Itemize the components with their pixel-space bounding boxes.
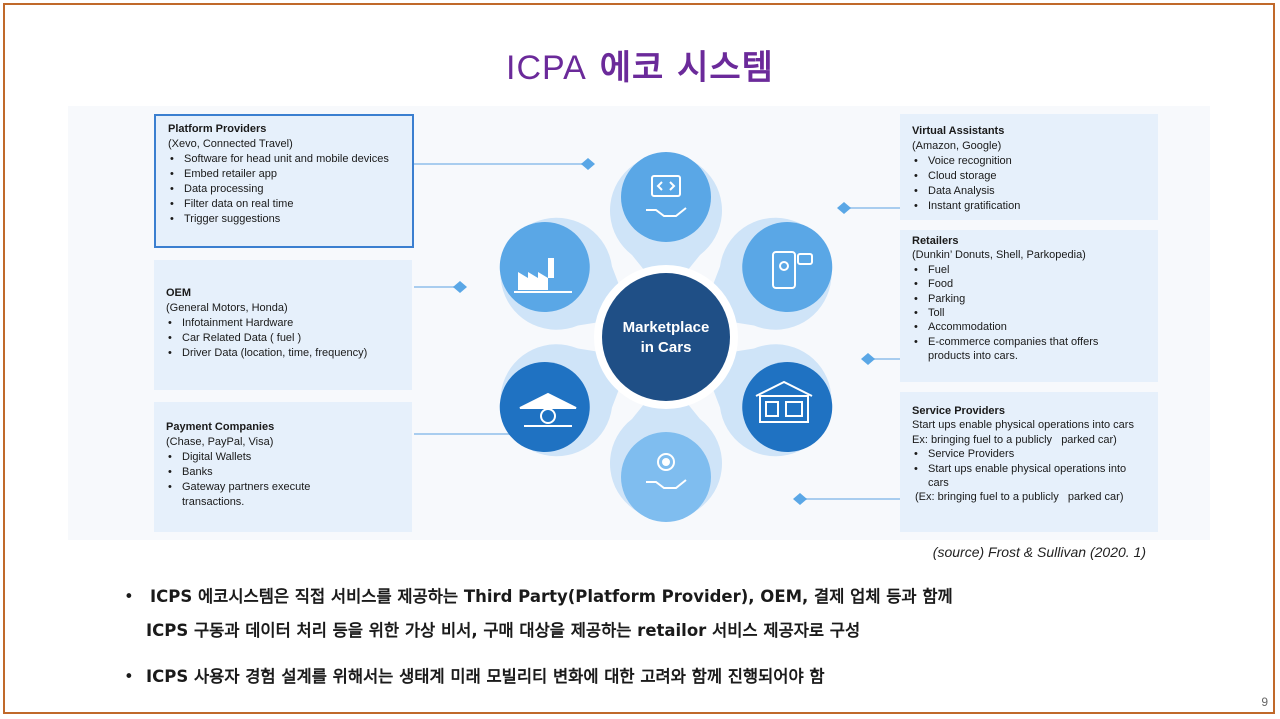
bullet-line: ICPS 구동과 데이터 처리 등을 위한 가상 비서, 구매 대상을 제공하는… (146, 621, 861, 640)
center-label-line2: in Cars (641, 339, 692, 356)
list-item: Data Analysis (914, 184, 1146, 199)
storefront-icon (755, 380, 813, 423)
source-citation: (source) Frost & Sullivan (2020. 1) (932, 544, 1146, 560)
list-item: Cloud storage (914, 169, 1146, 184)
factory-icon (514, 258, 572, 293)
list-item: Fuel (914, 263, 1146, 278)
center-circle (602, 273, 730, 401)
box-line: Start ups enable physical operations int… (912, 419, 1134, 432)
diagram-graphic: Marketplace in Cars (414, 152, 900, 522)
bullet-line: ICPS 에코시스템은 직접 서비스를 제공하는 Third Party(Pla… (150, 587, 953, 606)
virtual-assistants-box: Virtual Assistants (Amazon, Google) Voic… (900, 114, 1158, 220)
box-list: Digital Wallets Banks Gateway partners e… (166, 450, 400, 510)
box-list: Software for head unit and mobile device… (168, 152, 400, 227)
box-list: Fuel Food Parking Toll Accommodation E-c… (912, 263, 1146, 364)
bullet-dot: • (124, 587, 134, 606)
box-title: OEM (166, 287, 192, 299)
list-item: Food (914, 277, 1146, 292)
bullet-item: • ICPS 사용자 경험 설계를 위해서는 생태계 미래 모빌리티 변화에 대… (120, 660, 1220, 694)
diamond-oem (453, 281, 467, 293)
list-item: Start ups enable physical operations int… (914, 462, 1146, 491)
list-item: Voice recognition (914, 154, 1146, 169)
box-title: Service Providers (912, 405, 1005, 417)
list-item: Digital Wallets (168, 450, 400, 465)
list-item: Data processing (170, 182, 400, 197)
list-item: Service Providers (914, 447, 1146, 462)
list-item: E-commerce companies that offers product… (914, 335, 1128, 364)
petal-lower-right (700, 344, 833, 457)
list-item: Banks (168, 465, 400, 480)
service-providers-box: Service Providers Start ups enable physi… (900, 392, 1158, 532)
code-screen-hand-icon (646, 175, 687, 217)
bullet-item: • ICPS 에코시스템은 직접 서비스를 제공하는 Third Party(P… (120, 580, 1220, 648)
list-item: Filter data on real time (170, 197, 400, 212)
center-label-line1: Marketplace (623, 319, 710, 336)
petal-bottom (610, 377, 722, 522)
box-title: Virtual Assistants (912, 125, 1005, 137)
oem-box: OEM (General Motors, Honda) Infotainment… (154, 260, 412, 390)
platform-providers-box[interactable]: Platform Providers (Xevo, Connected Trav… (154, 114, 414, 248)
box-list: Infotainment Hardware Car Related Data (… (166, 316, 400, 361)
box-title: Platform Providers (168, 123, 267, 135)
list-item: Driver Data (location, time, frequency) (168, 346, 400, 361)
petal-icons (514, 175, 813, 489)
box-line: Ex: bringing fuel to a publicly parked c… (912, 433, 1117, 446)
list-item: Trigger suggestions (170, 212, 400, 227)
title-ascii: ICPA (506, 49, 587, 87)
box-subtitle: (Chase, PayPal, Visa) (166, 436, 274, 448)
box-list: Voice recognition Cloud storage Data Ana… (912, 154, 1146, 214)
list-item: Accommodation (914, 320, 1146, 335)
petals (499, 152, 833, 522)
list-item: Instant gratification (914, 199, 1146, 214)
bullet-dot: • (124, 667, 134, 686)
box-list: Service Providers Start ups enable physi… (912, 447, 1146, 490)
phone-chat-icon (772, 251, 813, 289)
box-title: Payment Companies (166, 421, 275, 433)
bullet-line: ICPS 사용자 경험 설계를 위해서는 생태계 미래 모빌리티 변화에 대한 … (146, 667, 825, 686)
petal-top (610, 152, 722, 297)
money-bank-icon (519, 392, 577, 427)
list-item: Parking (914, 292, 1146, 307)
box-subtitle: (Dunkin’ Donuts, Shell, Parkopedia) (912, 249, 1086, 262)
gear-hand-icon (646, 453, 687, 489)
page-number: 9 (1261, 695, 1268, 709)
diamond-platform (581, 158, 595, 170)
title-korean: 에코 시스템 (599, 48, 774, 88)
box-subtitle: (General Motors, Honda) (166, 302, 288, 314)
retailers-box: Retailers (Dunkin’ Donuts, Shell, Parkop… (900, 230, 1158, 382)
list-item: Software for head unit and mobile device… (170, 152, 400, 167)
petal-upper-right (700, 217, 833, 330)
diamond-service (793, 493, 807, 505)
list-item: Infotainment Hardware (168, 316, 400, 331)
connector-diamonds (453, 158, 875, 505)
list-item: Toll (914, 306, 1146, 321)
box-subtitle: (Amazon, Google) (912, 140, 1002, 152)
slide-title: ICPA 에코 시스템 (0, 40, 1280, 89)
payment-companies-box: Payment Companies (Chase, PayPal, Visa) … (154, 402, 412, 532)
ecosystem-diagram: Marketplace in Cars Platform Providers (… (68, 106, 1210, 540)
list-item: Gateway partners execute transactions. (168, 480, 322, 510)
diamond-retailers (861, 353, 875, 365)
list-item: Car Related Data ( fuel ) (168, 331, 400, 346)
box-title: Retailers (912, 235, 959, 247)
box-line: (Ex: bringing fuel to a publicly parked … (915, 491, 1124, 504)
bullet-list: • ICPS 에코시스템은 직접 서비스를 제공하는 Third Party(P… (120, 580, 1220, 694)
slide-frame (3, 3, 1275, 714)
box-subtitle: (Xevo, Connected Travel) (168, 138, 293, 150)
diamond-virtual (837, 202, 851, 214)
list-item: Embed retailer app (170, 167, 400, 182)
